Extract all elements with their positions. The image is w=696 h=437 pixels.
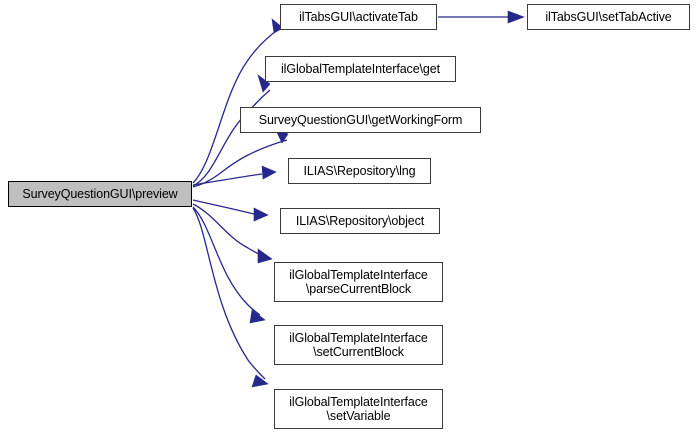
- node-repository-lng-label: ILIAS\Repository\lng: [303, 164, 416, 178]
- edge-root-repository-lng-line: [192, 173, 263, 186]
- edge-activate-tab-set-tab-active-arrowhead-icon: [507, 10, 525, 24]
- node-get-working-form-label: SurveyQuestionGUI\getWorkingForm: [258, 113, 463, 127]
- node-repository-object[interactable]: ILIAS\Repository\object: [280, 208, 440, 234]
- node-activate-tab-label: ilTabsGUI\activateTab: [299, 10, 418, 24]
- edge-root-template-get-line: [192, 89, 271, 187]
- edge-root-repository-object-line: [192, 199, 259, 216]
- edge-root-set-current-block-arrowhead-icon: [249, 309, 266, 324]
- edge-root-repository-lng: [192, 165, 277, 186]
- edge-root-parse-current-block-arrowhead-icon: [257, 248, 273, 264]
- node-root[interactable]: SurveyQuestionGUI\preview: [8, 181, 192, 207]
- edge-root-repository-object-arrowhead-icon: [253, 207, 269, 222]
- node-repository-lng[interactable]: ILIAS\Repository\lng: [288, 158, 431, 184]
- edge-root-repository-object: [192, 199, 269, 222]
- node-set-variable[interactable]: ilGlobalTemplateInterface \setVariable: [274, 389, 443, 429]
- node-template-get[interactable]: ilGlobalTemplateInterface\get: [265, 56, 456, 82]
- node-parse-current-block-label: ilGlobalTemplateInterface \parseCurrentB…: [289, 268, 428, 296]
- edge-root-activate-tab: [192, 18, 284, 184]
- edge-root-set-current-block-line: [192, 206, 261, 316]
- edge-root-set-variable-arrowhead-icon: [251, 374, 269, 388]
- node-repository-object-label: ILIAS\Repository\object: [295, 214, 425, 228]
- edge-root-repository-lng-arrowhead-icon: [261, 165, 277, 180]
- edge-root-parse-current-block-line: [192, 203, 264, 257]
- node-set-tab-active-label: ilTabsGUI\setTabActive: [545, 10, 672, 24]
- node-template-get-label: ilGlobalTemplateInterface\get: [281, 62, 440, 76]
- node-set-variable-label: ilGlobalTemplateInterface \setVariable: [289, 395, 428, 423]
- node-set-tab-active[interactable]: ilTabsGUI\setTabActive: [527, 4, 690, 30]
- edge-root-parse-current-block: [192, 203, 273, 264]
- edge-root-set-variable-line: [192, 207, 266, 380]
- node-parse-current-block[interactable]: ilGlobalTemplateInterface \parseCurrentB…: [274, 262, 443, 302]
- edge-activate-tab-set-tab-active: [438, 10, 525, 24]
- node-set-current-block[interactable]: ilGlobalTemplateInterface \setCurrentBlo…: [274, 325, 443, 365]
- edge-root-get-working-form-line: [192, 139, 288, 188]
- node-get-working-form[interactable]: SurveyQuestionGUI\getWorkingForm: [240, 107, 481, 133]
- edge-root-set-variable: [192, 207, 269, 388]
- edge-root-set-current-block: [192, 206, 266, 324]
- edge-root-template-get-arrowhead-icon: [257, 74, 271, 93]
- node-activate-tab[interactable]: ilTabsGUI\activateTab: [280, 4, 437, 30]
- node-set-current-block-label: ilGlobalTemplateInterface \setCurrentBlo…: [289, 331, 428, 359]
- node-root-label: SurveyQuestionGUI\preview: [22, 187, 178, 201]
- edge-root-activate-tab-line: [192, 27, 281, 184]
